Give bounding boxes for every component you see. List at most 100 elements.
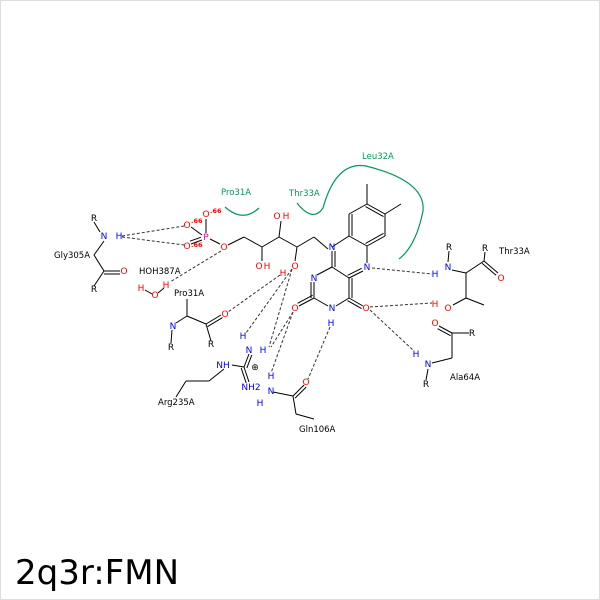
- atom-label: O: [302, 378, 309, 388]
- bond: [175, 315, 188, 324]
- double-bond: [437, 328, 451, 337]
- bond: [447, 250, 450, 263]
- bond: [243, 366, 250, 383]
- atom-label: H: [116, 232, 123, 242]
- bond: [335, 297, 350, 307]
- hydrophobic-label-leu32: Leu32A: [362, 152, 394, 162]
- bond: [205, 314, 222, 325]
- hbond-line: [121, 225, 185, 237]
- atom-label: O: [255, 262, 262, 272]
- bond: [243, 353, 250, 368]
- bond: [294, 246, 298, 262]
- atom-label: R: [91, 285, 97, 295]
- page-title: 2q3r:FMN: [15, 553, 180, 593]
- bond: [298, 297, 315, 307]
- atom-label: H: [283, 212, 290, 222]
- atom-label: R: [446, 243, 452, 253]
- double-bond: [347, 267, 362, 276]
- atom-label: O: [497, 274, 504, 284]
- atom-label: N: [170, 322, 177, 332]
- bond: [261, 236, 280, 248]
- atom-label: NH: [216, 361, 230, 371]
- residue-label-gly305: Gly305A: [54, 251, 90, 261]
- atom-label: R: [423, 380, 429, 390]
- bond: [348, 235, 368, 247]
- bond: [278, 236, 298, 248]
- atom-label: H: [432, 270, 439, 280]
- atom-label: N: [268, 387, 275, 397]
- atom-label: H: [328, 319, 335, 329]
- atom-label: O: [183, 221, 190, 231]
- atom-label: NH2: [241, 383, 260, 393]
- bond: [348, 297, 364, 307]
- atom-label: R: [482, 244, 488, 254]
- hbond-line: [270, 311, 294, 348]
- atom-label: H: [257, 399, 264, 409]
- bond: [384, 203, 402, 215]
- bond: [175, 380, 187, 398]
- bond: [278, 220, 282, 238]
- hydrophobic-label-thr33: Thr33A: [288, 189, 320, 199]
- bond: [452, 297, 467, 306]
- bond: [272, 391, 294, 397]
- charge-icon: ⊕: [251, 363, 259, 373]
- atom-label: N: [329, 304, 336, 314]
- atom-label: P: [203, 233, 209, 243]
- double-bond: [365, 232, 384, 244]
- atom-label: N: [425, 360, 432, 370]
- bond: [366, 235, 386, 247]
- residue-label-thr33: Thr33A: [498, 247, 530, 257]
- atom-label: R: [91, 214, 97, 224]
- atom-label: O: [202, 210, 209, 220]
- double-bond: [189, 236, 202, 242]
- bond: [313, 236, 329, 250]
- bond: [451, 269, 467, 274]
- atom-label: N: [445, 263, 452, 273]
- hbond-line: [369, 302, 433, 308]
- bond: [292, 384, 305, 397]
- atom-label: O: [444, 304, 451, 314]
- double-bond: [246, 354, 253, 369]
- residue-label-arg235: Arg235A: [158, 398, 195, 408]
- atom-label: .66: [191, 241, 203, 249]
- bond: [431, 357, 453, 364]
- double-bond: [481, 262, 497, 276]
- atom-label: O: [183, 242, 190, 252]
- hbond-line: [121, 236, 185, 246]
- atom-label: H: [413, 350, 420, 360]
- double-bond: [240, 367, 247, 384]
- bond: [243, 236, 263, 248]
- bond: [366, 203, 386, 215]
- residue-label-gln106: Gln106A: [299, 425, 336, 435]
- residue-label-ala64: Ala64A: [450, 373, 480, 383]
- atom-label: N: [246, 346, 253, 356]
- atom-label: R: [168, 343, 174, 353]
- bond: [231, 364, 245, 368]
- atom-label: O: [291, 262, 298, 272]
- double-bond: [347, 300, 362, 310]
- hbond-line: [245, 268, 293, 334]
- hbond-line: [270, 311, 294, 374]
- atom-label: O: [431, 319, 438, 329]
- double-bond: [294, 386, 307, 399]
- residue-labels: Gly305A HOH387A Pro31A Arg235A Gln106A T…: [54, 152, 530, 435]
- atom-label: H: [432, 300, 439, 310]
- bond: [186, 315, 207, 325]
- bond: [295, 413, 315, 420]
- bond: [93, 254, 105, 272]
- atom-label: O: [362, 304, 369, 314]
- bonds: [93, 184, 499, 420]
- atom-label: O: [221, 310, 228, 320]
- bond: [425, 368, 429, 381]
- bond: [209, 238, 221, 245]
- bond: [208, 368, 225, 382]
- hydrophobic-contacts: [224, 164, 424, 260]
- hydrophobic-label-pro31: Pro31A: [221, 188, 251, 198]
- bond: [190, 226, 203, 236]
- bond: [483, 251, 486, 262]
- atom-label: O: [273, 212, 280, 222]
- bond: [331, 235, 350, 248]
- bond: [190, 239, 203, 245]
